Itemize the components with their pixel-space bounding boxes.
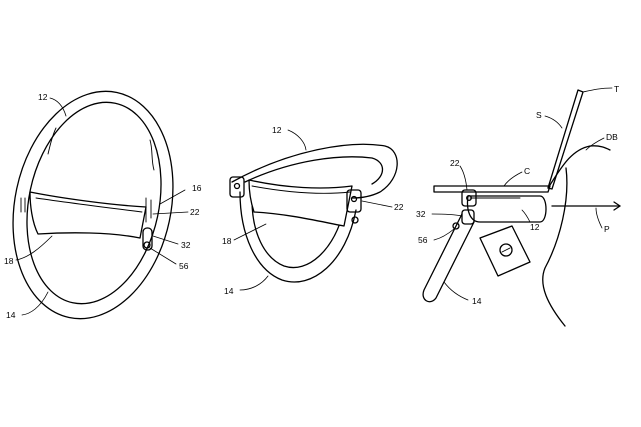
leader-db xyxy=(585,137,605,151)
label-s: S xyxy=(536,110,542,120)
leader-14 xyxy=(21,291,49,316)
stud-56 xyxy=(143,241,151,249)
laptop-base-c xyxy=(433,185,551,193)
leader-12 xyxy=(521,209,531,223)
ring-inner xyxy=(26,101,162,305)
latch-pin xyxy=(350,195,358,203)
latch-22 xyxy=(461,189,477,207)
ring-outer xyxy=(12,90,174,320)
leader-16 xyxy=(159,189,186,205)
pin-32 xyxy=(461,209,475,225)
pin-32 xyxy=(142,227,153,251)
band-edge xyxy=(251,185,351,194)
leader-22 xyxy=(361,200,393,208)
arrow-head xyxy=(613,201,621,211)
leader-32 xyxy=(152,235,179,245)
label-18: 18 xyxy=(222,236,232,246)
label-12: 12 xyxy=(530,222,540,232)
mount-bolt-slot xyxy=(501,247,511,253)
leader-t xyxy=(582,87,613,93)
ring-14 xyxy=(239,191,357,283)
latch-pin xyxy=(466,195,472,201)
label-14: 14 xyxy=(224,286,234,296)
figure-left: 12 16 22 32 56 18 14 xyxy=(4,90,202,320)
leader-c xyxy=(503,171,523,187)
label-14: 14 xyxy=(6,310,16,320)
label-18: 18 xyxy=(4,256,14,266)
leader-s xyxy=(544,115,563,129)
hinge-left xyxy=(229,176,245,198)
leader-12 xyxy=(49,97,67,117)
label-c: C xyxy=(524,166,530,176)
label-12: 12 xyxy=(272,125,282,135)
label-22: 22 xyxy=(450,158,460,168)
leader-18 xyxy=(15,235,53,261)
band-18 xyxy=(248,179,353,227)
label-16: 16 xyxy=(192,183,202,193)
leader-18 xyxy=(233,223,267,241)
clip-left xyxy=(20,197,26,213)
label-56: 56 xyxy=(418,235,428,245)
band-edge xyxy=(35,197,143,213)
ring-14-inner xyxy=(251,199,345,269)
latch-22 xyxy=(346,189,362,213)
figure-right: T S DB 22 C 32 12 P 56 14 xyxy=(416,84,621,327)
screen-s xyxy=(547,89,584,190)
leader-56 xyxy=(149,247,177,265)
frame-top-inner xyxy=(244,156,384,185)
leader-22 xyxy=(459,165,468,191)
label-32: 32 xyxy=(416,209,426,219)
label-22: 22 xyxy=(190,207,200,217)
latch-22 xyxy=(145,197,152,223)
stud-56 xyxy=(452,222,460,230)
hinge-left-pin xyxy=(233,182,241,190)
texture xyxy=(47,127,155,171)
label-22: 22 xyxy=(394,202,404,212)
band-18 xyxy=(29,191,147,239)
leader-12 xyxy=(287,129,307,151)
stud xyxy=(351,216,359,224)
frame-12 xyxy=(466,195,547,223)
label-14: 14 xyxy=(472,296,482,306)
leader-22 xyxy=(152,211,189,215)
label-32: 32 xyxy=(181,240,191,250)
leader-56 xyxy=(433,228,455,241)
leader-14 xyxy=(239,275,269,291)
label-db: DB xyxy=(606,132,618,142)
leader-32 xyxy=(431,213,463,217)
mount-bolt xyxy=(499,243,513,257)
label-t: T xyxy=(614,84,619,94)
leader-p xyxy=(595,207,603,229)
figure-middle: 12 22 18 14 xyxy=(222,125,404,296)
arm-14 xyxy=(422,213,475,303)
label-12: 12 xyxy=(38,92,48,102)
leader-14 xyxy=(443,281,469,301)
label-p: P xyxy=(604,224,610,234)
label-56: 56 xyxy=(179,261,189,271)
mount-plate xyxy=(479,225,531,277)
frame-top-outer xyxy=(231,143,398,199)
